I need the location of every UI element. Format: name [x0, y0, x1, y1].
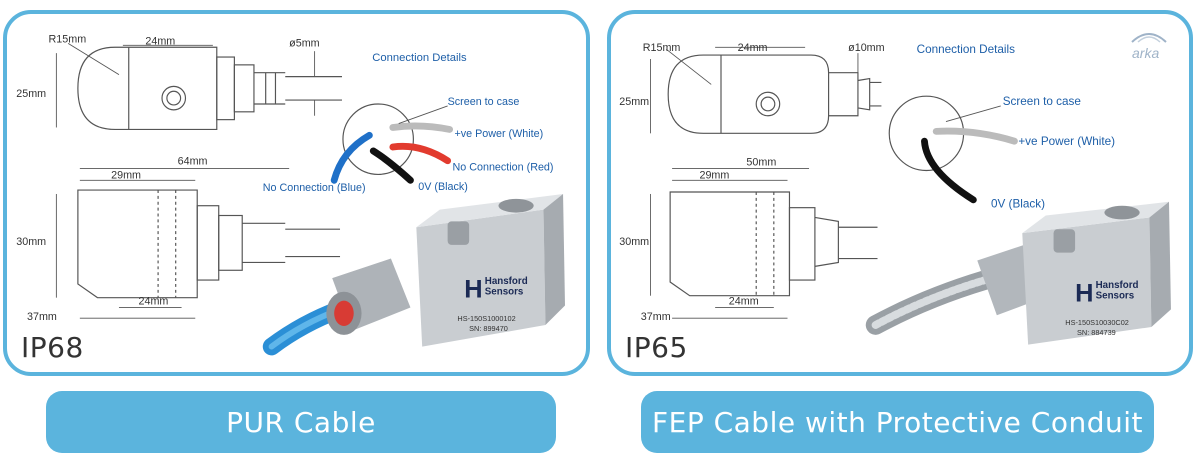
right-sensor-logo-h: H [1075, 280, 1093, 308]
left-conn-ov: 0V (Black) [418, 181, 468, 193]
left-dim-height-side: 30mm [16, 236, 46, 248]
right-sensor-model: HS-150S10030C02 [1065, 318, 1129, 327]
right-dim-cable-dia: ø10mm [848, 42, 884, 54]
left-dim-length-total: 64mm [178, 156, 208, 168]
left-sensor-model: HS-150S1000102 [457, 314, 515, 323]
left-dim-height: 25mm [16, 88, 46, 100]
left-dimension-lines [55, 42, 316, 319]
left-sensor-brand-2: Sensors [485, 287, 524, 298]
left-dim-length-37: 37mm [27, 311, 57, 323]
right-dim-width-top: 24mm [738, 42, 768, 54]
left-sensor-serial: SN: 899470 [469, 324, 508, 333]
right-dim-width-bottom: 24mm [729, 296, 759, 308]
left-sensor-illustration: H Hansford Sensors HS-150S1000102 SN: 89… [262, 193, 565, 356]
pur-cable-label: PUR Cable [46, 391, 556, 453]
right-wire-white [932, 127, 1018, 145]
left-dim-cable-dia: ø5mm [289, 37, 320, 49]
fep-cable-label: FEP Cable with Protective Conduit [641, 391, 1154, 453]
left-conn-nc-red: No Connection (Red) [453, 162, 554, 174]
left-wire-white [389, 122, 454, 133]
right-sensor-brand-1: Hansford [1096, 280, 1139, 291]
right-dim-length-29: 29mm [699, 169, 729, 181]
left-sensor-brand-1: Hansford [485, 276, 528, 287]
left-wire-blue [330, 131, 373, 184]
right-top-view [667, 54, 882, 134]
left-technical-drawing: R15mm 24mm 25mm ø5mm 64mm 29mm 30mm 24mm… [16, 33, 565, 356]
right-dim-radius: R15mm [643, 42, 681, 54]
left-rating: IP68 [21, 331, 84, 364]
left-conn-nc-blue: No Connection (Blue) [263, 182, 366, 194]
right-dim-length-total: 50mm [746, 157, 776, 169]
arka-logo-text: arka [1132, 45, 1159, 61]
left-conn-pos: +ve Power (White) [454, 128, 543, 140]
left-dim-radius: R15mm [49, 33, 87, 45]
left-dim-width-top: 24mm [145, 35, 175, 47]
left-dim-length-29: 29mm [111, 169, 141, 181]
left-connection-title: Connection Details [372, 52, 467, 64]
right-conn-screen: Screen to case [1003, 95, 1081, 108]
left-sensor-logo-h: H [464, 276, 482, 304]
right-conn-ov: 0V (Black) [991, 198, 1045, 211]
right-wire-black [921, 137, 977, 204]
right-rating: IP65 [625, 331, 688, 364]
right-sensor-brand-2: Sensors [1096, 291, 1135, 302]
right-dimension-lines [650, 46, 859, 319]
left-screen-leader [398, 105, 448, 124]
left-wire-red [389, 142, 452, 165]
left-wire-black [369, 147, 414, 184]
right-panel: R15mm 24mm 25mm ø10mm 50mm 29mm 30mm 24m… [607, 10, 1193, 376]
left-top-view [77, 46, 342, 131]
right-screen-leader [945, 105, 1001, 123]
right-dim-length-37: 37mm [641, 311, 671, 323]
arka-logo: arka [1131, 33, 1167, 61]
right-dim-height-side: 30mm [619, 236, 649, 248]
right-technical-drawing: R15mm 24mm 25mm ø10mm 50mm 29mm 30mm 24m… [619, 42, 1171, 345]
right-conn-pos: +ve Power (White) [1018, 135, 1115, 148]
left-connector-circle [342, 103, 414, 176]
right-sensor-serial: SN: 884739 [1077, 328, 1116, 337]
right-side-view [669, 191, 878, 297]
left-dim-width-bottom: 24mm [139, 296, 169, 308]
left-panel: R15mm 24mm 25mm ø5mm 64mm 29mm 30mm 24mm… [3, 10, 590, 376]
left-conn-screen: Screen to case [448, 96, 520, 108]
right-connection-title: Connection Details [917, 43, 1016, 56]
right-sensor-illustration: H Hansford Sensors HS-150S10030C02 SN: 8… [865, 201, 1171, 345]
left-side-view [77, 189, 341, 299]
right-dim-height: 25mm [619, 96, 649, 108]
